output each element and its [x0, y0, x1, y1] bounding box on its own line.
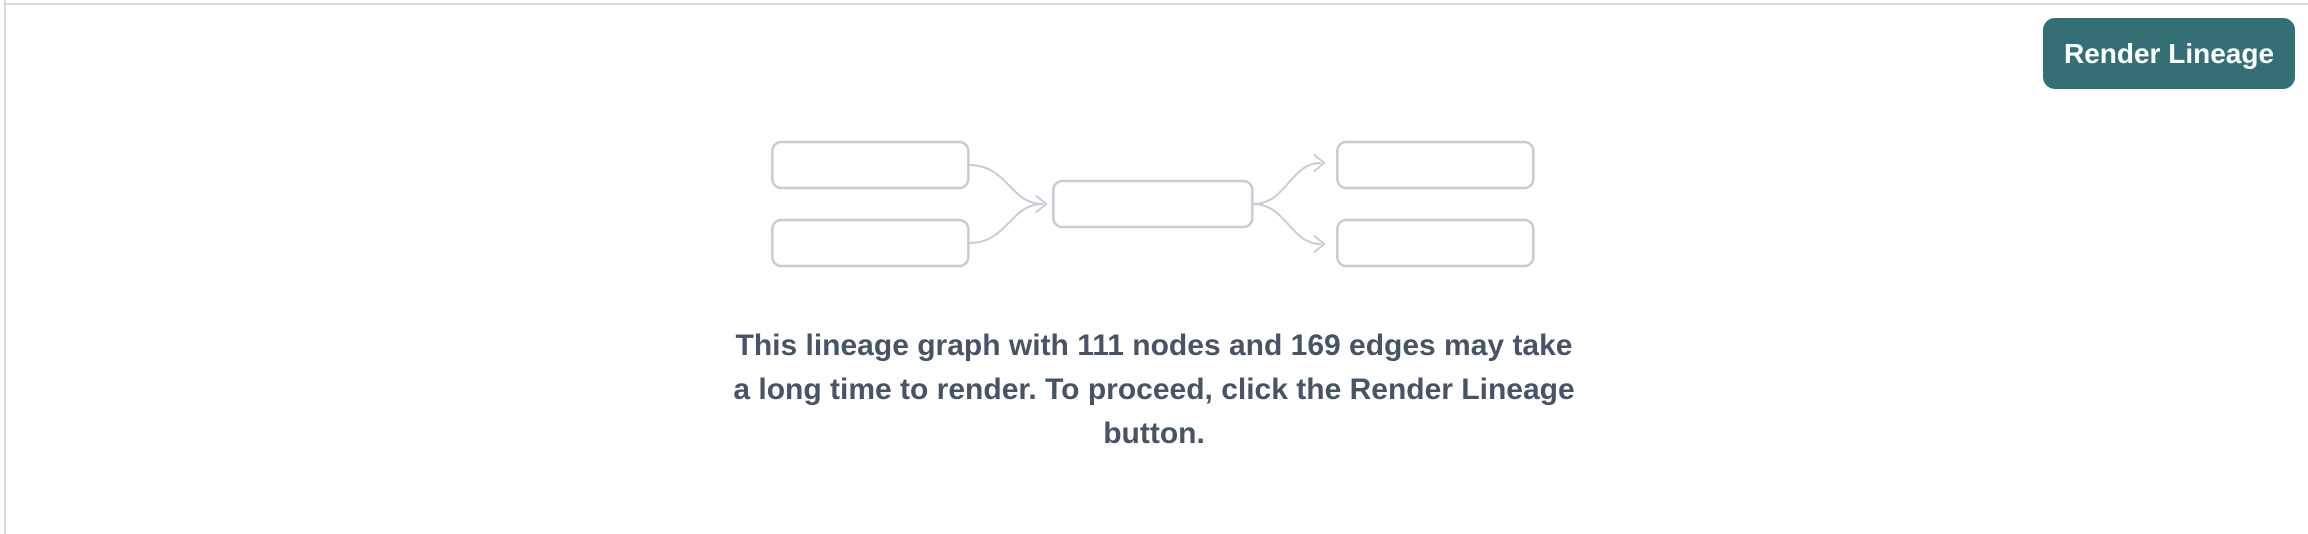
edge-center-to-right-top	[1252, 162, 1321, 205]
lineage-placeholder-nodes	[770, 140, 1535, 268]
placeholder-node-left-top	[770, 140, 970, 190]
placeholder-node-right-top	[1335, 140, 1535, 190]
lineage-warning-message: This lineage graph with 111 nodes and 16…	[733, 324, 1574, 456]
panel-left-border	[4, 0, 6, 534]
panel-top-border	[6, 3, 2308, 5]
render-lineage-button[interactable]: Render Lineage	[2043, 18, 2295, 89]
arrowhead-right-bottom-icon	[1313, 235, 1325, 253]
lineage-placeholder-edges	[968, 154, 1325, 253]
lineage-placeholder-illustration	[770, 140, 1535, 268]
placeholder-node-center	[1051, 179, 1254, 229]
lineage-empty-state: This lineage graph with 111 nodes and 16…	[733, 140, 1575, 456]
lineage-warning-line: a long time to render. To proceed, click…	[733, 373, 1575, 406]
edge-left-bottom-to-center	[968, 203, 1043, 244]
arrowhead-center-icon	[1035, 195, 1047, 213]
edge-left-top-to-center	[968, 164, 1043, 205]
edge-center-to-right-bottom	[1252, 203, 1321, 245]
lineage-warning-line: This lineage graph with 111 nodes and 16…	[735, 329, 1573, 362]
lineage-warning-line: button.	[1103, 417, 1205, 450]
placeholder-node-right-bottom	[1335, 218, 1535, 268]
placeholder-node-left-bottom	[770, 218, 970, 268]
arrowhead-right-top-icon	[1313, 154, 1325, 172]
